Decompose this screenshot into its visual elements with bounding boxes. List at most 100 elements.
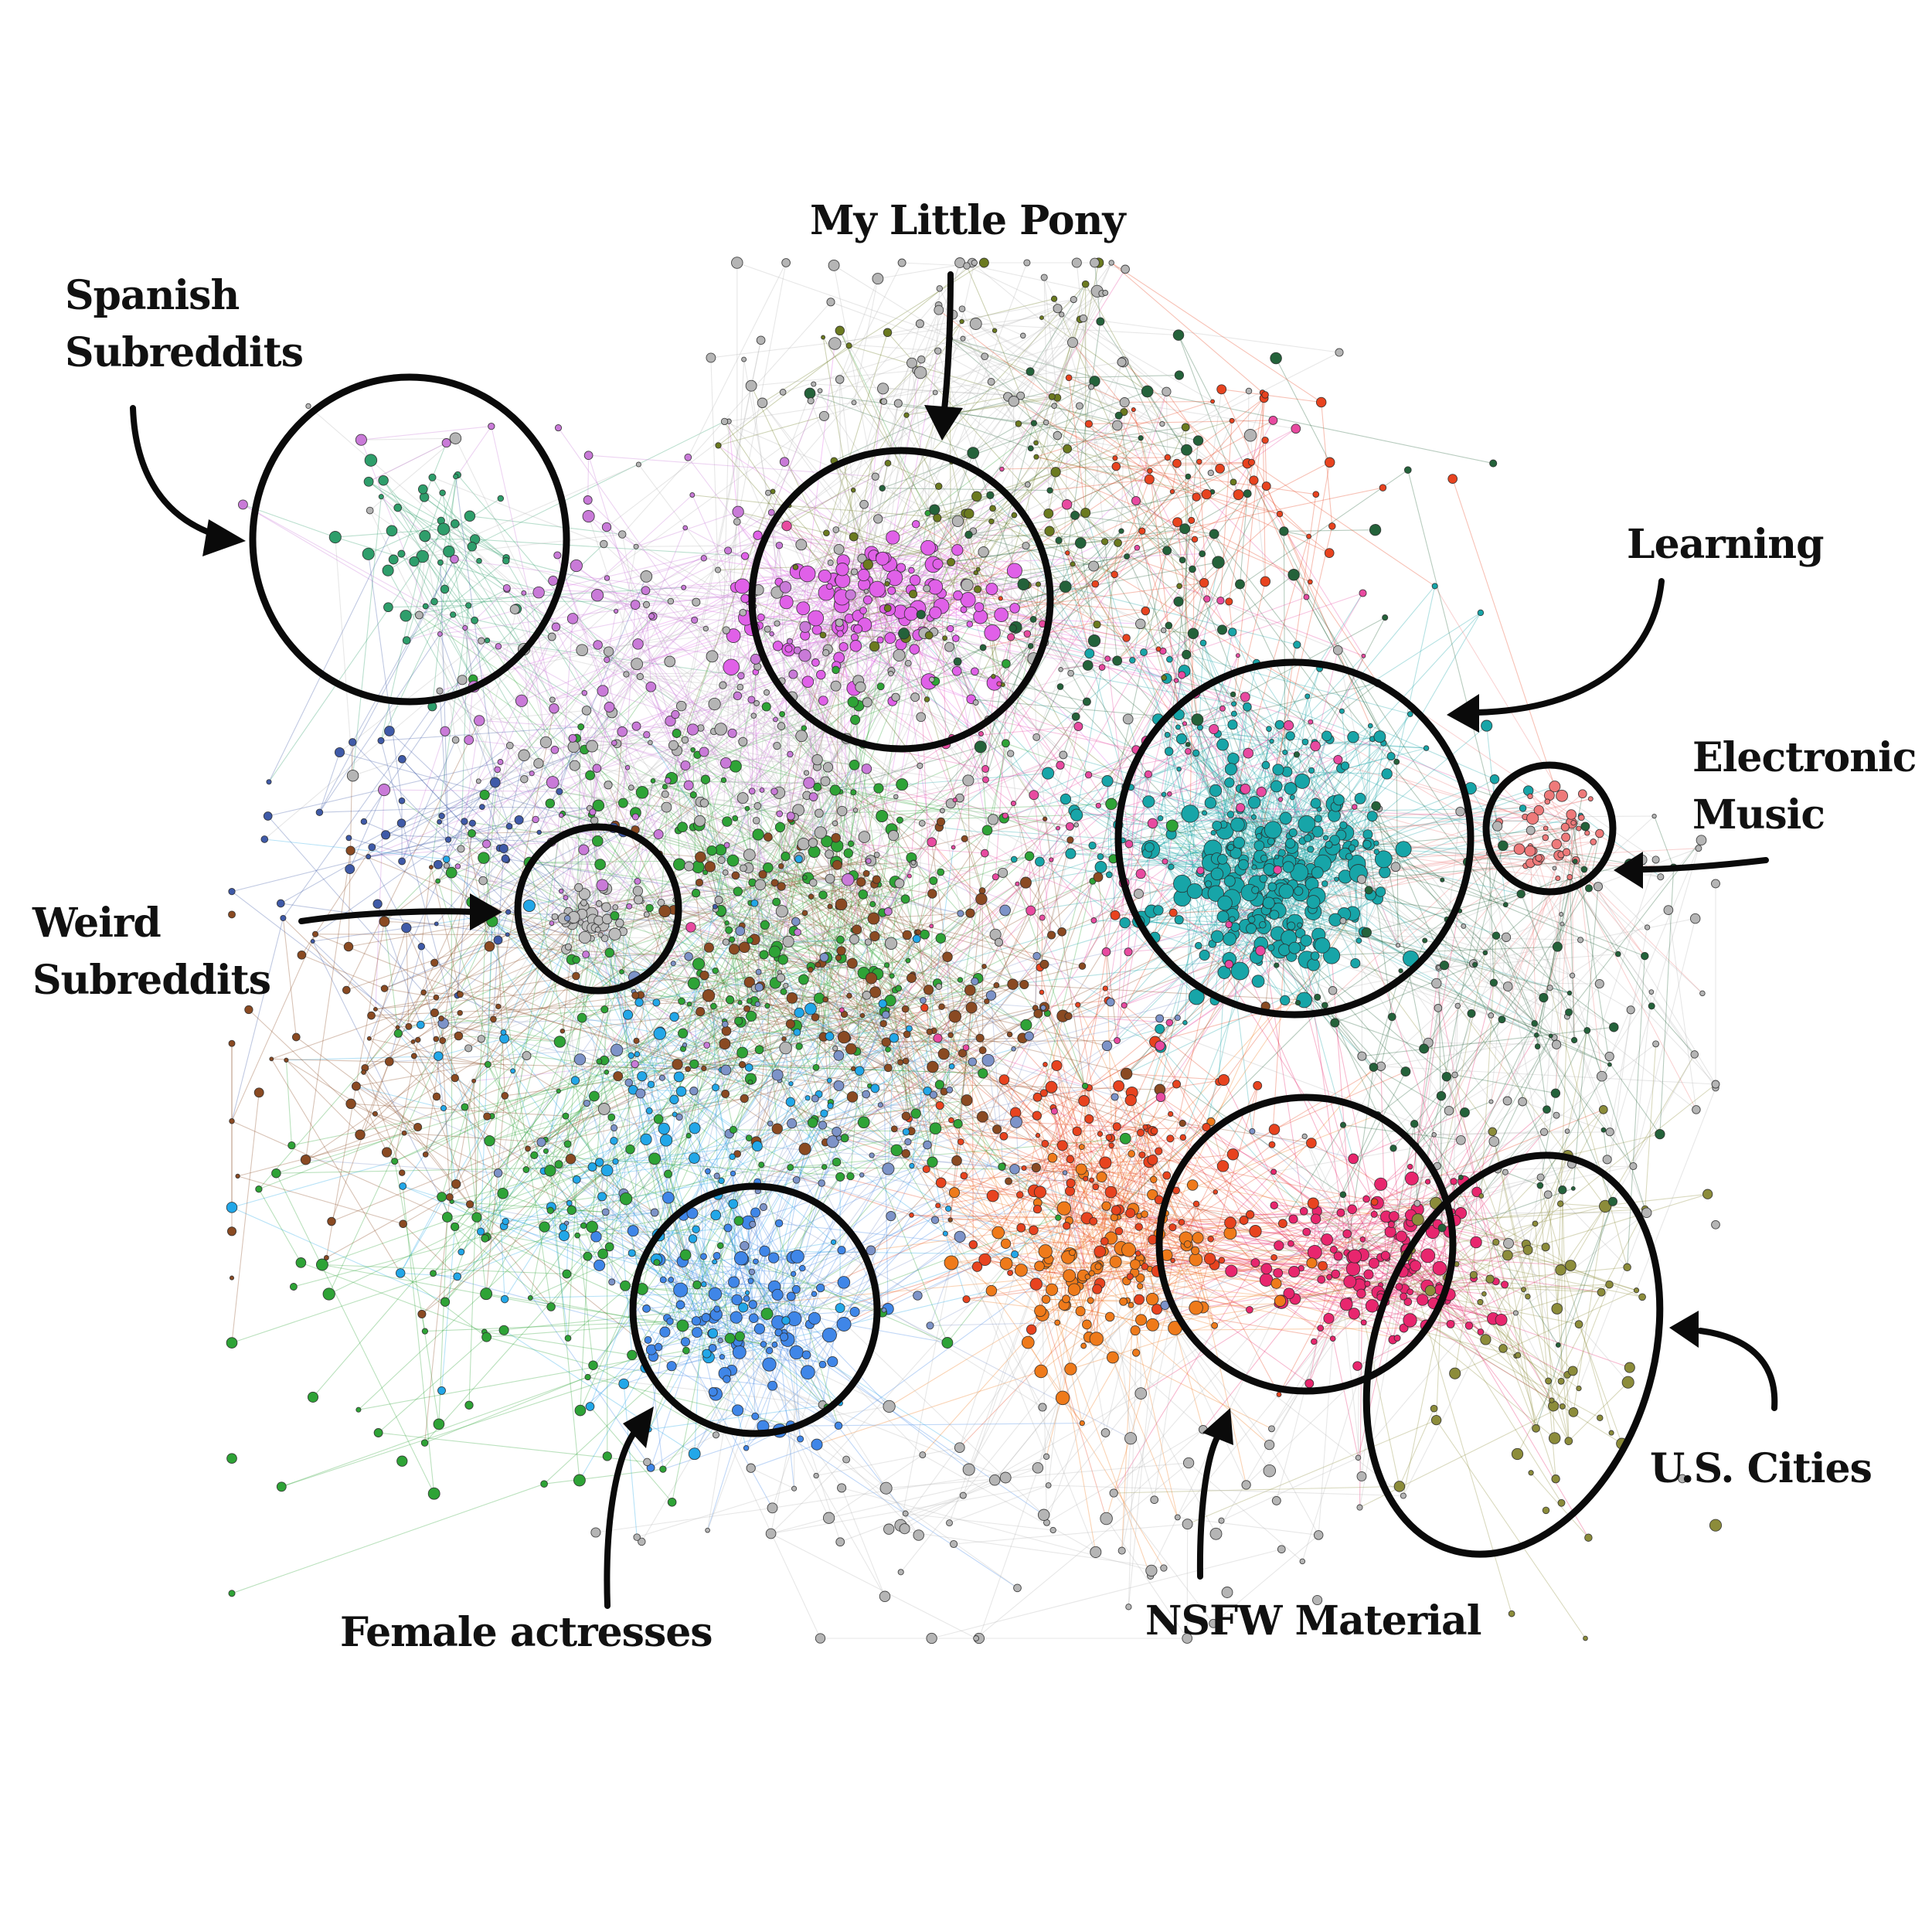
network-edge	[1186, 654, 1410, 715]
network-edge	[1140, 623, 1185, 672]
network-edge	[1179, 919, 1213, 944]
network-edge	[1255, 889, 1437, 984]
network-edge	[992, 735, 1291, 820]
network-edge	[838, 590, 968, 600]
network-edge	[665, 617, 903, 787]
network-edge	[1233, 713, 1260, 846]
network-edge	[1396, 586, 1436, 762]
network-edge	[1275, 903, 1570, 994]
network-edge	[1223, 1080, 1294, 1219]
network-edge	[876, 509, 935, 590]
network-edge	[934, 509, 1015, 609]
network-edge	[843, 646, 971, 700]
network-edge	[1360, 1131, 1493, 1292]
network-edge	[1438, 1285, 1589, 1538]
network-edge	[787, 529, 837, 649]
network-edge	[1181, 708, 1223, 740]
network-edge	[1230, 739, 1331, 815]
network-edge	[839, 627, 876, 885]
network-edge	[1182, 897, 1260, 963]
network-edge	[1039, 861, 1196, 892]
network-edge	[1217, 733, 1427, 749]
network-edge	[1354, 818, 1372, 844]
network-edge	[1179, 769, 1206, 956]
network-edge	[1143, 651, 1208, 893]
network-edge	[1065, 798, 1209, 885]
network-edge	[807, 682, 842, 940]
network-edge	[1566, 815, 1582, 852]
network-edge	[1317, 945, 1323, 998]
network-edge	[808, 566, 866, 784]
network-edge	[1026, 835, 1290, 883]
network-edge	[1027, 633, 1167, 679]
network-edge	[1354, 849, 1404, 919]
network-edge	[777, 592, 919, 636]
network-edge	[1229, 770, 1312, 784]
network-edge	[1270, 724, 1281, 833]
network-edge	[992, 632, 1172, 835]
network-edge	[934, 569, 978, 588]
network-edge	[1392, 1266, 1408, 1340]
network-edge	[1215, 790, 1335, 816]
network-edge	[1422, 1299, 1568, 1376]
network-edge	[1122, 822, 1153, 841]
network-edge	[1217, 733, 1285, 753]
network-edge	[994, 682, 1179, 770]
network-edge	[1222, 744, 1226, 831]
network-edge	[703, 626, 841, 804]
network-edge	[1270, 612, 1481, 842]
network-edge	[1131, 624, 1141, 661]
network-edge	[1270, 668, 1321, 833]
network-edge	[987, 829, 1231, 848]
network-edge	[1167, 734, 1201, 873]
network-edge	[933, 553, 1202, 565]
network-edge	[1094, 920, 1247, 927]
network-edge	[815, 615, 859, 663]
network-edge	[1257, 736, 1291, 896]
network-edge	[854, 570, 1015, 629]
network-edge	[878, 556, 893, 702]
network-edge	[1291, 797, 1311, 876]
network-edge	[1100, 706, 1248, 857]
network-edge	[1349, 846, 1539, 859]
network-edge	[1256, 662, 1342, 712]
network-edge	[1315, 741, 1427, 749]
network-edge	[978, 607, 1164, 652]
network-edge	[1352, 736, 1377, 844]
network-edge	[1341, 711, 1358, 864]
network-edge	[1097, 804, 1172, 868]
network-edge	[1257, 981, 1325, 1006]
network-edge	[1243, 725, 1290, 866]
network-edge	[910, 589, 1127, 639]
network-edge	[1324, 883, 1399, 946]
network-edge	[1240, 740, 1273, 825]
network-edge	[1352, 774, 1388, 849]
network-edge	[1260, 729, 1270, 833]
network-edge	[1039, 861, 1125, 923]
network-edge	[1150, 781, 1303, 850]
network-edge	[1300, 765, 1346, 869]
network-edge	[1233, 735, 1291, 760]
network-edge	[854, 624, 971, 689]
network-edge	[760, 614, 1002, 618]
network-edge	[939, 826, 1093, 846]
network-edge	[1270, 761, 1397, 903]
network-edge	[1366, 790, 1529, 845]
network-edge	[1368, 743, 1384, 845]
network-edge	[1184, 642, 1204, 1023]
network-edge	[1284, 932, 1365, 1001]
network-edge	[928, 681, 1070, 827]
network-edge	[1385, 1255, 1429, 1303]
network-edge	[1233, 703, 1277, 787]
network-edge	[1206, 919, 1253, 1128]
network-edge	[1301, 838, 1308, 864]
network-edge	[779, 610, 864, 828]
network-edge	[759, 549, 839, 626]
network-edge	[1239, 706, 1248, 789]
network-edge	[1240, 764, 1267, 811]
network-edge	[1233, 713, 1286, 753]
network-edge	[1117, 1028, 1160, 1042]
network-edge	[1147, 769, 1279, 854]
network-edge	[931, 411, 1124, 583]
network-edge	[1128, 719, 1172, 867]
